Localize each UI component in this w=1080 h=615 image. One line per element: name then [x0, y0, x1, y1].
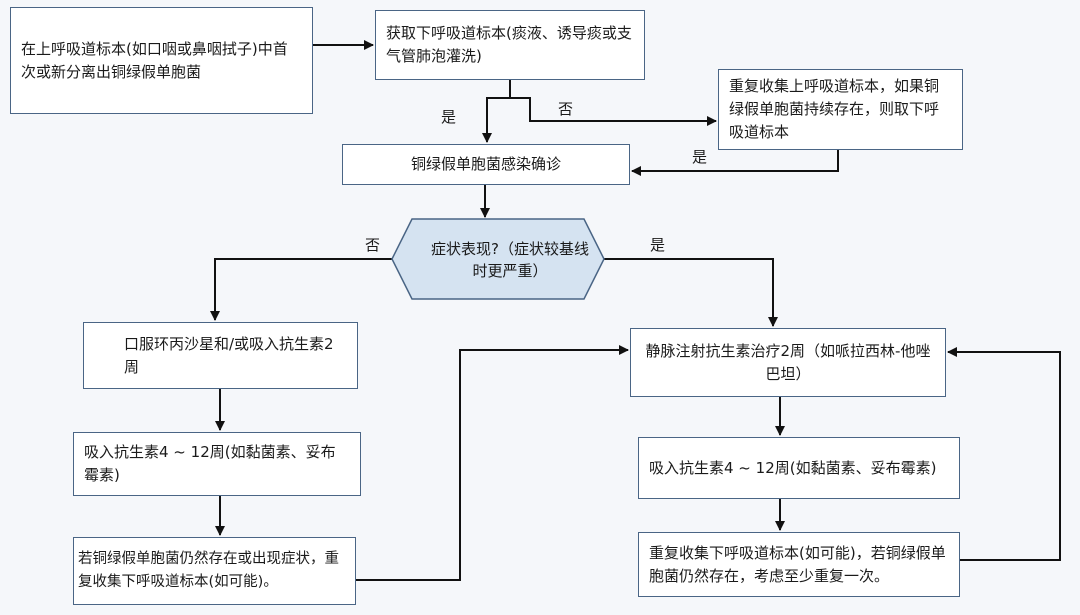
node-symptoms-decision: 症状表现?（症状较基线时更严重）	[430, 230, 590, 290]
node-symptoms-decision-text: 症状表现?（症状较基线时更严重）	[431, 240, 589, 280]
edge-label-yes-2: 是	[692, 148, 708, 166]
edge-label-yes-3: 是	[650, 236, 666, 254]
decision-hexagon	[391, 218, 605, 300]
node-iv-antibiotics: 静脉注射抗生素治疗2周（如哌拉西林-他唑巴坦）	[630, 328, 946, 397]
edge-label-yes-1: 是	[441, 108, 457, 126]
node-oral-cipro-text: 口服环丙沙星和/或吸入抗生素2周	[124, 334, 334, 376]
node-repeat-upper: 重复收集上呼吸道标本，如果铜绿假单胞菌持续存在，则取下呼吸道标本	[718, 69, 963, 150]
node-confirm-infection: 铜绿假单胞菌感染确诊	[342, 144, 630, 185]
node-iv-antibiotics-text: 静脉注射抗生素治疗2周（如哌拉西林-他唑巴坦）	[645, 341, 931, 383]
node-persist-right: 重复收集下呼吸道标本(如可能)，若铜绿假单胞菌仍然存在，考虑至少重复一次。	[638, 532, 960, 597]
edge-label-no-1: 否	[558, 100, 574, 118]
node-repeat-upper-text: 重复收集上呼吸道标本，如果铜绿假单胞菌持续存在，则取下呼吸道标本	[729, 77, 940, 141]
node-confirm-infection-text: 铜绿假单胞菌感染确诊	[410, 155, 561, 173]
edge-label-no-2: 否	[365, 236, 381, 254]
node-get-lower-sample: 获取下呼吸道标本(痰液、诱导痰或支气管肺泡灌洗)	[375, 10, 645, 80]
node-oral-cipro: 口服环丙沙星和/或吸入抗生素2周	[83, 322, 358, 389]
node-inhaled-left: 吸入抗生素4 ~ 12周(如黏菌素、妥布霉素)	[73, 432, 361, 496]
node-inhaled-left-text: 吸入抗生素4 ~ 12周(如黏菌素、妥布霉素)	[84, 443, 336, 484]
node-initial-isolation-text: 在上呼吸道标本(如口咽或鼻咽拭子)中首次或新分离出铜绿假单胞菌	[21, 39, 288, 81]
node-get-lower-sample-text: 获取下呼吸道标本(痰液、诱导痰或支气管肺泡灌洗)	[386, 24, 632, 65]
node-persist-left: 若铜绿假单胞菌仍然存在或出现症状，重复收集下呼吸道标本(如可能)。	[73, 537, 356, 605]
node-persist-right-text: 重复收集下呼吸道标本(如可能)，若铜绿假单胞菌仍然存在，考虑至少重复一次。	[649, 543, 946, 585]
node-inhaled-right-text: 吸入抗生素4 ~ 12周(如黏菌素、妥布霉素)	[649, 458, 937, 477]
node-initial-isolation: 在上呼吸道标本(如口咽或鼻咽拭子)中首次或新分离出铜绿假单胞菌	[10, 7, 313, 114]
node-persist-left-text: 若铜绿假单胞菌仍然存在或出现症状，重复收集下呼吸道标本(如可能)。	[78, 551, 339, 590]
node-inhaled-right: 吸入抗生素4 ~ 12周(如黏菌素、妥布霉素)	[638, 437, 960, 499]
